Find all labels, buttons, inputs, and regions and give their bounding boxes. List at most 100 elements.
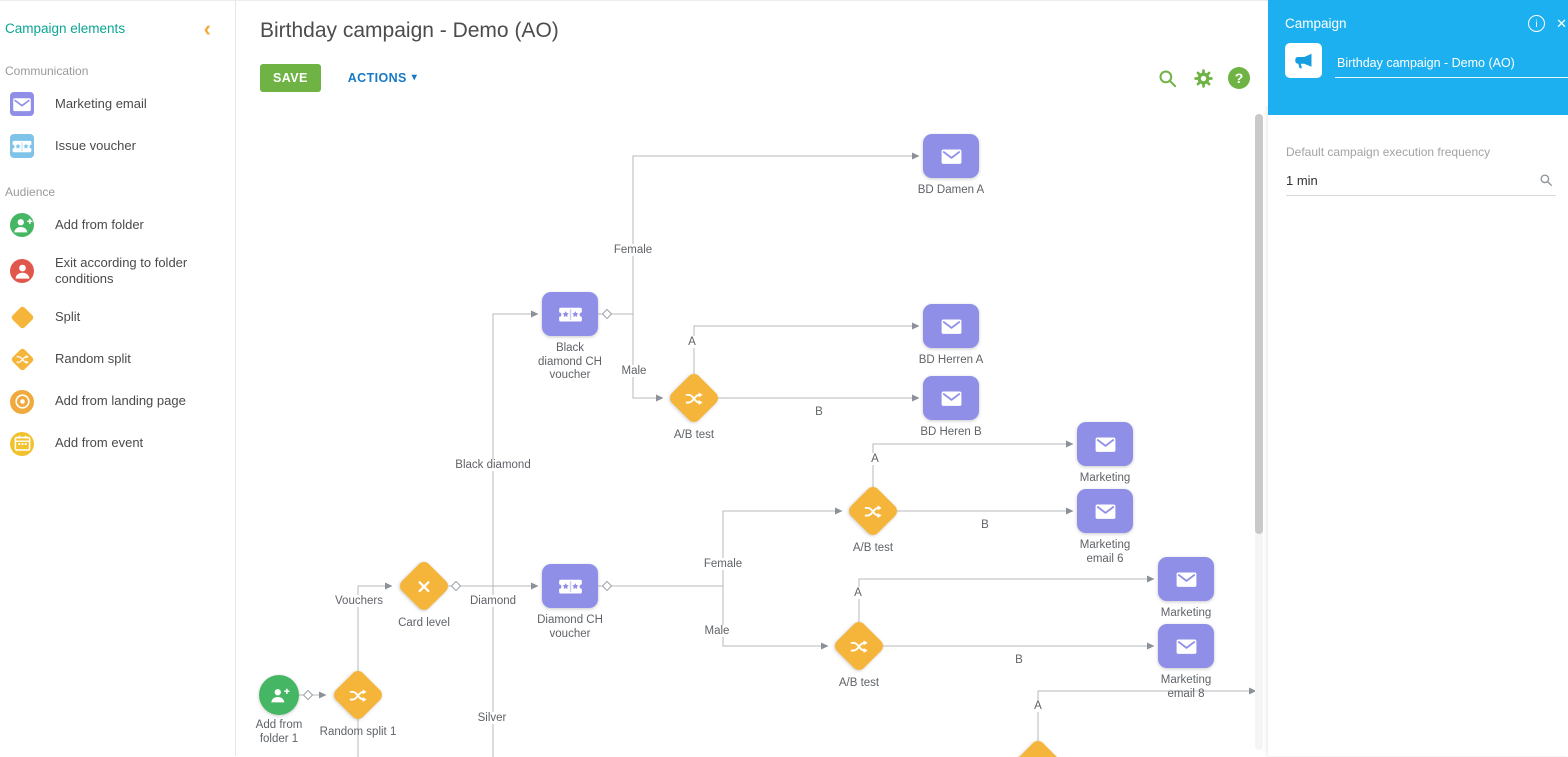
info-icon[interactable]: i (1528, 15, 1545, 32)
canvas-scrollbar[interactable] (1255, 114, 1263, 750)
sidebar-item-label: Add from landing page (55, 393, 186, 409)
chevron-down-icon: ▾ (412, 73, 417, 83)
sidebar-section-communication: Communication (5, 64, 235, 78)
shuffle-icon (1027, 754, 1050, 757)
sidebar-item-issue-voucher[interactable]: Issue voucher (0, 125, 235, 167)
gear-icon[interactable] (1192, 67, 1215, 90)
close-icon[interactable]: ✕ (1556, 16, 1567, 32)
sidebar-item-marketing-email[interactable]: Marketing email (0, 83, 235, 125)
voucher-icon (556, 300, 585, 329)
sidebar-item-random-split[interactable]: Random split (0, 339, 235, 381)
node-label-card-level: Card level (384, 617, 464, 631)
node-label-diamond-ch-voucher: Diamond CH voucher (534, 614, 606, 641)
sidebar-item-add-from-folder[interactable]: Add from folder (0, 204, 235, 246)
edge-label-a: A (851, 587, 865, 599)
node-label-bd-herren-a: BD Herren A (906, 354, 996, 368)
node-label-marketing-email-8: Marketing email 8 (1151, 674, 1221, 701)
node-label-ab-test-3: A/B test (824, 677, 894, 691)
actions-dropdown[interactable]: ACTIONS ▾ (348, 71, 417, 85)
node-label-bd-damen-a: BD Damen A (906, 184, 996, 198)
node-diamond-ch-voucher[interactable] (542, 564, 598, 608)
node-bd-herren-a[interactable] (923, 304, 979, 348)
node-bd-heren-b[interactable] (923, 376, 979, 420)
node-marketing-7[interactable] (1158, 557, 1214, 601)
edge-label-b: B (978, 519, 992, 531)
sidebar-section-audience: Audience (5, 185, 235, 199)
calendar-icon (10, 432, 34, 456)
node-add-from-folder-1[interactable] (259, 675, 299, 715)
node-black-diamond-ch-voucher[interactable] (542, 292, 598, 336)
panel-header: Campaign i ✕ Birthday campaign - Demo (A… (1268, 0, 1568, 115)
search-icon[interactable] (1156, 67, 1179, 90)
edge-label-a: A (1031, 700, 1045, 712)
help-icon[interactable]: ? (1228, 67, 1250, 89)
envelope-icon (1092, 498, 1119, 525)
frequency-field-label: Default campaign execution frequency (1286, 145, 1556, 159)
frequency-field[interactable]: 1 min (1286, 163, 1556, 196)
node-label-marketing-email-6: Marketing email 6 (1070, 539, 1140, 566)
edge-label-diamond: Diamond (467, 595, 519, 607)
voucher-icon (10, 134, 34, 158)
voucher-icon (556, 572, 585, 601)
node-label-bd-heren-b: BD Heren B (906, 426, 996, 440)
designer-toolbar: SAVE ACTIONS ▾ ? (260, 64, 1250, 92)
main-header: Birthday campaign - Demo (AO) SAVE ACTIO… (236, 1, 1268, 106)
edge-label-b: B (1012, 654, 1026, 666)
sidebar-item-label: Issue voucher (55, 138, 136, 154)
envelope-icon (10, 92, 34, 116)
shuffle-icon (862, 500, 885, 523)
edge-label-black-diamond: Black diamond (452, 459, 533, 471)
node-marketing-email-6[interactable] (1077, 489, 1133, 533)
collapse-sidebar-icon[interactable]: ‹ (204, 22, 211, 36)
edge-label-a: A (868, 453, 882, 465)
scrollbar-thumb[interactable] (1255, 114, 1263, 534)
sidebar-item-add-from-landing-page[interactable]: Add from landing page (0, 381, 235, 423)
sidebar-item-exit-according-to-folder-conditions[interactable]: Exit according to folder conditions (0, 246, 235, 297)
edge-label-female: Female (701, 558, 745, 570)
campaign-megaphone-icon (1285, 43, 1322, 78)
sidebar-item-label: Exit according to folder conditions (55, 255, 227, 288)
shuffle-icon (10, 348, 34, 372)
campaign-name-input[interactable]: Birthday campaign - Demo (AO) (1335, 56, 1568, 78)
edge-label-a: A (685, 336, 699, 348)
node-label-marketing-7: Marketing (1146, 607, 1226, 621)
sidebar-item-add-from-event[interactable]: Add from event (0, 423, 235, 465)
target-icon (10, 390, 34, 414)
shuffle-icon (848, 635, 871, 658)
envelope-icon (1173, 566, 1200, 593)
node-marketing-email-8[interactable] (1158, 624, 1214, 668)
node-label-ab-test-2: A/B test (838, 542, 908, 556)
shuffle-icon (347, 684, 370, 707)
page-title: Birthday campaign - Demo (AO) (260, 19, 559, 43)
envelope-icon (938, 143, 965, 170)
node-marketing-5[interactable] (1077, 422, 1133, 466)
node-label-ab-test-1: A/B test (659, 429, 729, 443)
envelope-icon (1092, 431, 1119, 458)
node-label-marketing-5: Marketing (1065, 472, 1145, 486)
x-icon (414, 576, 435, 597)
envelope-icon (938, 313, 965, 340)
sidebar-title: Campaign elements (5, 21, 125, 36)
node-label-random-split-1: Random split 1 (319, 726, 397, 740)
save-button[interactable]: SAVE (260, 64, 321, 92)
lookup-search-icon[interactable] (1538, 172, 1554, 188)
node-bd-damen-a[interactable] (923, 134, 979, 178)
campaign-properties-panel: Campaign i ✕ Birthday campaign - Demo (A… (1268, 0, 1568, 756)
shuffle-icon (683, 387, 706, 410)
designer-main: Birthday campaign - Demo (AO) SAVE ACTIO… (236, 0, 1268, 756)
edge-label-male: Male (702, 625, 733, 637)
toolbar-icons: ? (1156, 67, 1250, 90)
sidebar-item-split[interactable]: Split (0, 297, 235, 339)
sidebar-item-label: Marketing email (55, 96, 147, 112)
frequency-value: 1 min (1286, 173, 1538, 188)
edge-label-female: Female (611, 244, 655, 256)
sidebar-item-label: Split (55, 309, 80, 325)
edge-label-silver: Silver (475, 712, 510, 724)
edge-label-vouchers: Vouchers (332, 595, 386, 607)
node-label-black-diamond-ch-voucher: Black diamond CH voucher (537, 342, 603, 383)
sidebar-item-label: Add from folder (55, 217, 144, 233)
person-plus-icon (10, 213, 34, 237)
